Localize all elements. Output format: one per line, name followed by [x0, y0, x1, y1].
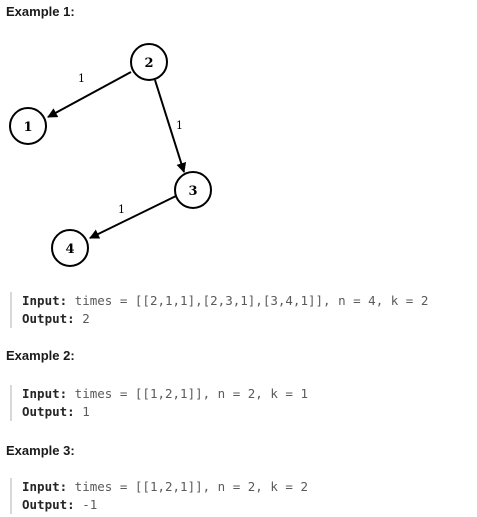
output-value: 1: [74, 404, 90, 419]
output-value: -1: [74, 497, 98, 512]
edge-weight-2-3: 1: [176, 119, 183, 132]
edge-2-to-3: [154, 79, 187, 173]
input-value: times = [[1,2,1]], n = 2, k = 2: [67, 479, 308, 494]
input-label: Input:: [22, 293, 68, 308]
node-label-4: 4: [65, 242, 74, 257]
output-label: Output:: [22, 404, 75, 419]
graph-node-2: 2: [130, 43, 168, 81]
node-label-3: 3: [188, 184, 197, 199]
example-1-code: Input: times = [[2,1,1],[2,3,1],[3,4,1]]…: [10, 292, 428, 328]
example-1-title: Example 1:: [6, 4, 75, 19]
output-value: 2: [74, 311, 90, 326]
output-label: Output:: [22, 497, 75, 512]
edge-3-to-4: [89, 195, 177, 239]
node-label-2: 2: [144, 56, 153, 71]
example-2-input-line: Input: times = [[1,2,1]], n = 2, k = 1: [22, 385, 308, 403]
graph-node-1: 1: [9, 107, 47, 145]
input-label: Input:: [22, 479, 68, 494]
example-1-output-line: Output: 2: [22, 310, 428, 328]
example-3-output-line: Output: -1: [22, 496, 308, 514]
example-3-title: Example 3:: [6, 443, 75, 458]
example-2-title: Example 2:: [6, 348, 75, 363]
edge-2-to-1: [47, 71, 132, 118]
edge-weight-2-1: 1: [78, 72, 85, 85]
graph-node-4: 4: [51, 229, 89, 267]
output-label: Output:: [22, 311, 75, 326]
graph-node-3: 3: [174, 171, 212, 209]
example-2-output-line: Output: 1: [22, 403, 308, 421]
example-1-input-line: Input: times = [[2,1,1],[2,3,1],[3,4,1]]…: [22, 292, 428, 310]
edge-weight-3-4: 1: [118, 203, 125, 216]
node-label-1: 1: [23, 120, 32, 135]
input-label: Input:: [22, 386, 68, 401]
input-value: times = [[2,1,1],[2,3,1],[3,4,1]], n = 4…: [67, 293, 429, 308]
example-3-input-line: Input: times = [[1,2,1]], n = 2, k = 2: [22, 478, 308, 496]
input-value: times = [[1,2,1]], n = 2, k = 1: [67, 386, 308, 401]
graph-diagram: 1 1 1 2 1 3 4: [9, 43, 212, 267]
